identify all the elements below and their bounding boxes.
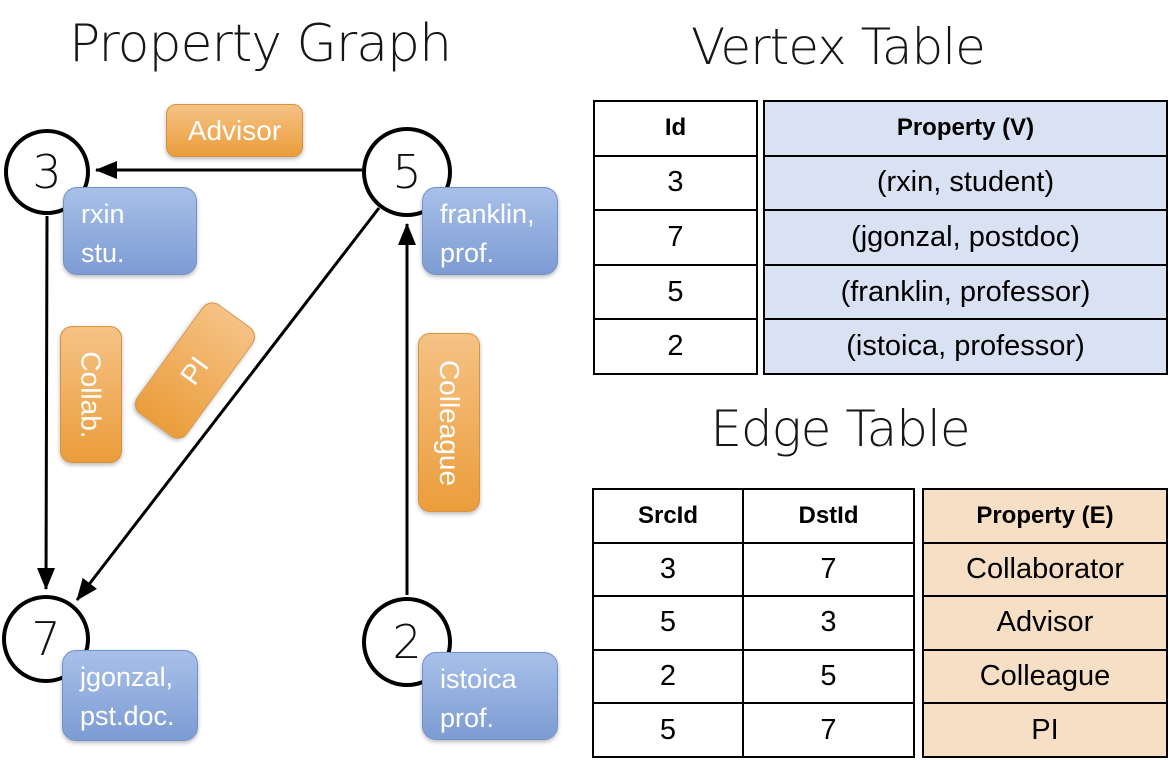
table-cell: 3 [594, 541, 742, 596]
edge-label-text: Collab. [76, 350, 108, 439]
edge-table-title: Edge Table [710, 400, 970, 458]
table-cell: 5 [595, 263, 756, 319]
node-circle-2: 2 [362, 597, 452, 687]
node-property-line: prof. [440, 238, 495, 269]
table-cell: 7 [744, 702, 913, 756]
edge-table-header-srcid: SrcId [637, 501, 699, 529]
node-property-line: jgonzal, [80, 662, 174, 692]
node-property-line: istoica [440, 664, 517, 694]
edge-label-collab: Collab. [60, 326, 122, 463]
node-property-line: stu. [81, 238, 125, 269]
edge-table-header-property: Property (E) [976, 501, 1114, 529]
table-cell: 5 [594, 595, 742, 649]
property-graph-title: Property Graph [68, 14, 452, 74]
vertex-table-header-property: Property (V) [896, 114, 1035, 142]
edge-label-text: Advisor [187, 114, 282, 146]
edge-table: SrcId 3 5 2 5 DstId 7 3 5 7 Property (E)… [592, 488, 1168, 758]
vertex-table-id-column: Id 3 7 5 2 [593, 100, 758, 375]
node-property-line: franklin, [440, 199, 535, 229]
table-cell: 3 [744, 595, 913, 649]
vertex-table: Id 3 7 5 2 Property (V) (rxin, student) … [593, 100, 1168, 375]
table-cell: 5 [594, 702, 742, 756]
vertex-table-header-id: Id [664, 114, 687, 142]
node-property-box-3: rxin stu. [63, 187, 197, 275]
edge-table-id-columns: SrcId 3 5 2 5 DstId 7 3 5 7 [592, 488, 915, 758]
node-property-box-5: franklin, prof. [422, 187, 558, 275]
table-cell: Colleague [924, 648, 1166, 703]
edge-label-advisor: Advisor [166, 104, 303, 157]
node-id-label: 2 [392, 615, 422, 669]
node-property-box-7: jgonzal, pst.doc. [62, 650, 198, 741]
table-cell: 5 [744, 648, 913, 703]
node-property-line: pst.doc. [80, 701, 175, 732]
table-cell: 7 [744, 541, 913, 596]
edge-line-collab-3-to-7 [37, 215, 56, 590]
edge-table-srcid-column: SrcId 3 5 2 5 [594, 490, 744, 756]
edge-table-dstid-column: DstId 7 3 5 7 [744, 490, 913, 756]
edge-label-text: Colleague [434, 359, 466, 486]
table-cell: (istoica, professor) [765, 318, 1166, 373]
table-cell: 2 [595, 318, 756, 373]
table-cell: (rxin, student) [765, 154, 1166, 210]
vertex-table-property-column: Property (V) (rxin, student) (jgonzal, p… [763, 100, 1168, 375]
table-cell: 2 [594, 648, 742, 703]
node-property-box-2: istoica prof. [422, 652, 558, 740]
node-property-line: rxin [81, 199, 125, 229]
edge-line-pi-5-to-7 [75, 207, 381, 601]
node-id-label: 3 [32, 145, 62, 199]
vertex-table-title: Vertex Table [691, 18, 986, 76]
table-cell: 3 [595, 154, 756, 210]
edge-label-colleague: Colleague [418, 333, 480, 512]
table-cell: Collaborator [924, 541, 1166, 596]
node-property-line: prof. [440, 703, 495, 734]
table-cell: (franklin, professor) [765, 263, 1166, 319]
table-cell: Advisor [924, 595, 1166, 649]
node-id-label: 5 [392, 145, 422, 199]
edge-label-text: PI [174, 350, 215, 391]
node-id-label: 7 [31, 612, 61, 666]
table-cell: (jgonzal, postdoc) [765, 209, 1166, 264]
table-cell: 7 [595, 209, 756, 264]
graph-edges-canvas [37, 161, 416, 601]
edge-table-header-dstid: DstId [798, 501, 859, 529]
node-circle-5: 5 [362, 127, 452, 217]
table-cell: PI [924, 702, 1166, 756]
edge-table-property-column: Property (E) Collaborator Advisor Collea… [922, 488, 1168, 758]
